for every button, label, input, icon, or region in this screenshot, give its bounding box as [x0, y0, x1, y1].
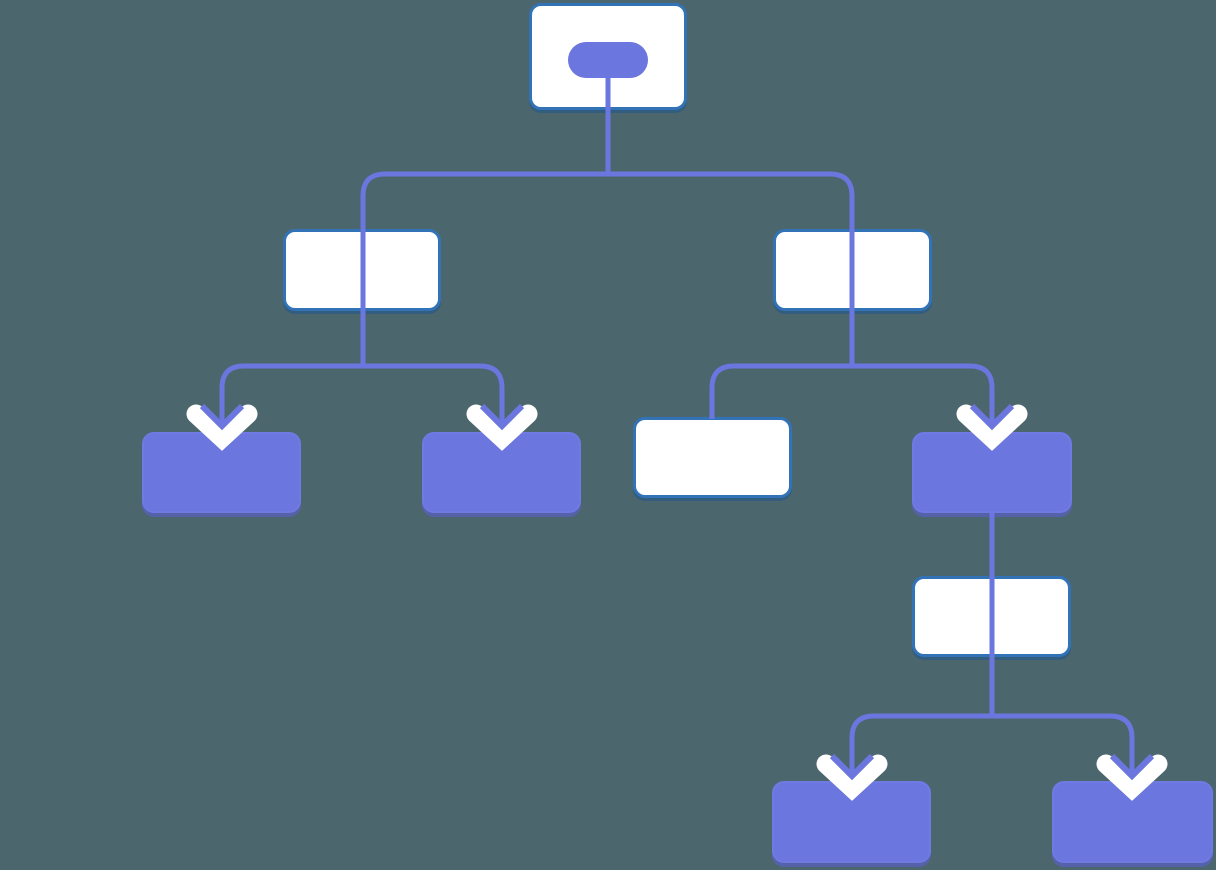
diagram-node-n1[interactable] [529, 3, 687, 110]
diagram-node-n9[interactable] [772, 781, 931, 863]
node-pill-badge [568, 42, 648, 78]
diagram-node-n8[interactable] [912, 576, 1071, 657]
diagram-node-n7[interactable] [912, 432, 1072, 513]
diagram-node-n3[interactable] [773, 229, 932, 311]
diagram-node-n6[interactable] [633, 417, 792, 498]
diagram-node-n2[interactable] [283, 229, 441, 311]
diagram-node-n10[interactable] [1052, 781, 1213, 863]
diagram-node-n4[interactable] [142, 432, 301, 513]
diagram-node-n5[interactable] [422, 432, 581, 513]
